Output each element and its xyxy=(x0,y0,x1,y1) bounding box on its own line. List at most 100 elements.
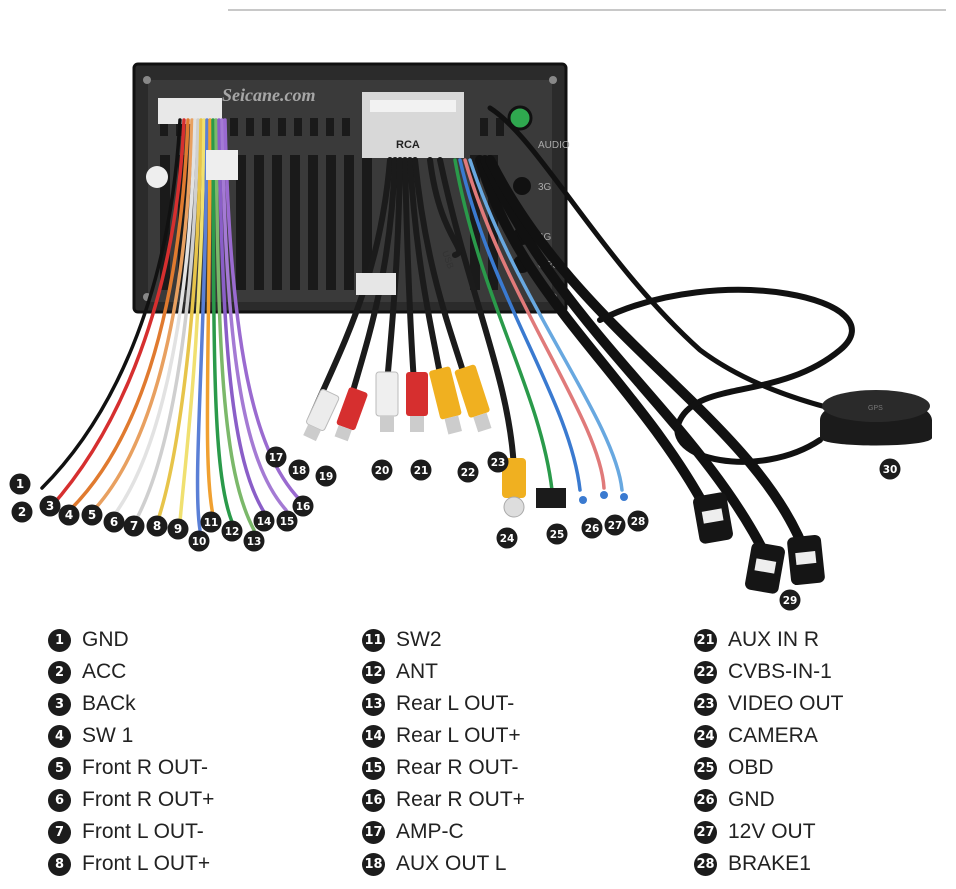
legend-number-badge: 15 xyxy=(362,756,385,780)
rca-connector-label: RCA xyxy=(396,139,420,151)
callout-21: 21 xyxy=(410,459,432,481)
legend-label: Front L OUT- xyxy=(82,820,204,843)
legend-label: CAMERA xyxy=(728,724,818,747)
callout-3: 3 xyxy=(39,495,61,517)
legend-item: 23 VIDEO OUT xyxy=(694,688,844,720)
legend-label: Rear L OUT+ xyxy=(396,724,521,747)
callout-24: 24 xyxy=(496,527,518,549)
callout-number: 3 xyxy=(46,499,54,513)
callout-number: 2 xyxy=(18,505,26,519)
audio-port-label: AUDIO xyxy=(538,140,570,151)
legend-label: ANT xyxy=(396,660,438,683)
legend-label: AMP-C xyxy=(396,820,464,843)
port-3g xyxy=(513,177,531,195)
callout-22: 22 xyxy=(457,461,479,483)
legend-item: 14 Rear L OUT+ xyxy=(362,720,525,752)
av-cables xyxy=(307,105,885,565)
callout-number: 7 xyxy=(130,519,138,533)
legend-number-badge: 2 xyxy=(48,660,71,684)
watermark: Seicane.com xyxy=(222,85,315,105)
callout-12: 12 xyxy=(221,520,243,542)
callout-23: 23 xyxy=(487,451,509,473)
gps-module-label: GPS xyxy=(868,405,883,412)
legend-item: 27 12V OUT xyxy=(694,816,844,848)
callout-number: 22 xyxy=(461,467,476,479)
legend-label: VIDEO OUT xyxy=(728,692,844,715)
callout-number: 17 xyxy=(269,452,284,464)
callout-number: 28 xyxy=(631,516,646,528)
legend-number-badge: 14 xyxy=(362,724,385,748)
callout-number: 15 xyxy=(280,516,295,528)
legend-item: 12 ANT xyxy=(362,656,525,688)
callout-26: 26 xyxy=(581,517,603,539)
callout-number: 4 xyxy=(65,508,73,522)
callout-1: 1 xyxy=(9,473,31,495)
legend-number-badge: 26 xyxy=(694,788,717,812)
legend-label: SW 1 xyxy=(82,724,134,747)
legend-number-badge: 7 xyxy=(48,820,71,844)
harness-wires xyxy=(40,118,302,532)
callout-28: 28 xyxy=(627,510,649,532)
legend-number-badge: 28 xyxy=(694,852,717,876)
callout-14: 14 xyxy=(253,510,275,532)
legend-item: 7 Front L OUT- xyxy=(48,816,214,848)
legend-item: 17 AMP-C xyxy=(362,816,525,848)
port-4g-label: 4G xyxy=(538,232,552,243)
legend-number-badge: 17 xyxy=(362,820,385,844)
callout-19: 19 xyxy=(315,465,337,487)
callout-15: 15 xyxy=(276,510,298,532)
legend-label: 12V OUT xyxy=(728,820,816,843)
callout-number: 25 xyxy=(550,529,565,541)
callout-number: 24 xyxy=(500,533,515,545)
callout-number: 14 xyxy=(257,516,272,528)
callout-2: 2 xyxy=(11,501,33,523)
mic-tag xyxy=(356,273,396,295)
legend-label: Front R OUT- xyxy=(82,756,209,779)
legend-number-badge: 13 xyxy=(362,692,385,716)
usb-plugs xyxy=(693,492,825,594)
callout-number: 8 xyxy=(153,519,161,533)
legend-number-badge: 21 xyxy=(694,628,717,652)
callout-number: 12 xyxy=(225,526,240,538)
callout-number: 16 xyxy=(296,501,311,513)
legend-label: CVBS-IN-1 xyxy=(728,660,832,683)
legend-item: 21 AUX IN R xyxy=(694,624,844,656)
legend-number-badge: 8 xyxy=(48,852,71,876)
legend-label: BACk xyxy=(82,692,136,715)
legend-number-badge: 27 xyxy=(694,820,717,844)
legend-label: AUX OUT L xyxy=(396,852,507,875)
callout-number: 9 xyxy=(174,522,182,536)
legend-label: Front L OUT+ xyxy=(82,852,211,875)
callout-27: 27 xyxy=(604,514,626,536)
callout-13: 13 xyxy=(243,530,265,552)
callout-5: 5 xyxy=(81,504,103,526)
legend-number-badge: 12 xyxy=(362,660,385,684)
callout-18: 18 xyxy=(288,459,310,481)
legend-label: AUX IN R xyxy=(728,628,820,651)
obd-connector xyxy=(536,488,566,508)
legend-label: GND xyxy=(82,628,129,651)
gps-antenna: GPS xyxy=(820,390,932,446)
callout-16: 16 xyxy=(292,495,314,517)
legend-number-badge: 11 xyxy=(362,628,385,652)
callout-number: 29 xyxy=(783,595,798,607)
legend-number-badge: 3 xyxy=(48,692,71,716)
callout-number: 20 xyxy=(375,465,390,477)
callout-number: 26 xyxy=(585,523,600,535)
harness-label xyxy=(206,150,238,180)
legend-number-badge: 23 xyxy=(694,692,717,716)
